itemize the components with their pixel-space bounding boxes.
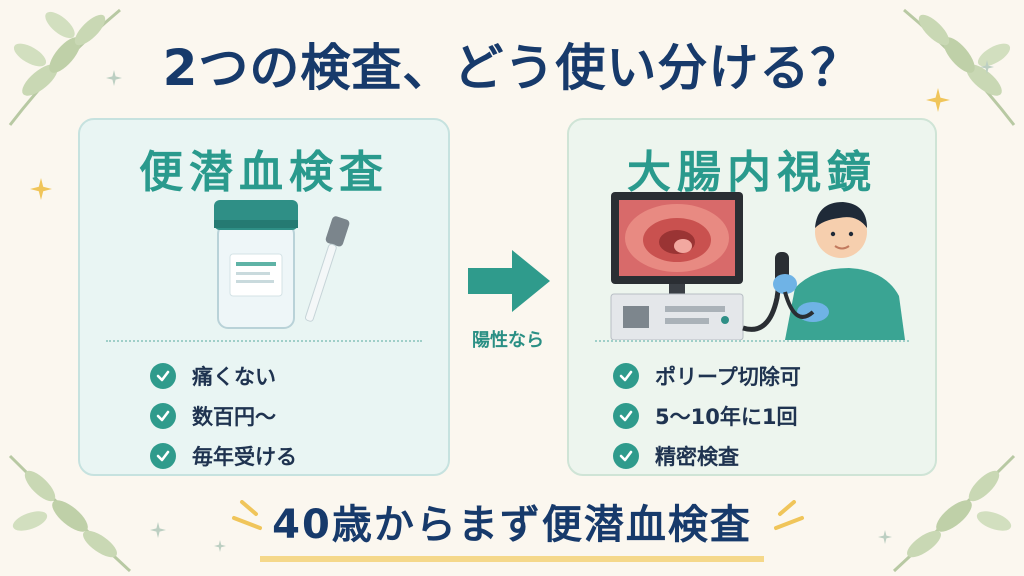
divider [106,340,422,342]
list-item-label: 5〜10年に1回 [655,405,798,429]
sparkle-icon [30,178,52,200]
list-item-label: 数百円〜 [192,405,276,429]
list-item: 精密検査 [613,436,801,476]
page-title: 2つの検査、どう使い分ける？ [162,39,862,97]
sparkle-icon [106,70,122,86]
check-icon [150,443,176,469]
specimen-container-illustration [214,200,350,329]
sparkle-icon [980,60,994,74]
sparkle-icon [878,530,892,544]
endoscopy-doctor-illustration [610,192,905,340]
list-item-label: 精密検査 [655,445,739,469]
bottom-message: 40歳からまず便潜血検査 [0,492,1024,562]
sparkle-icon [214,540,226,552]
leaf-decoration-top-right [903,8,1016,126]
list-item: 数百円〜 [150,396,297,436]
leaf-decoration-bottom-left [8,454,132,573]
list-item-label: 痛くない [192,365,276,389]
sparkle-icon [150,522,166,538]
list-item: ポリープ切除可 [613,356,801,396]
panel-title-right: 大腸内視鏡 [627,147,877,198]
panel-fecal-occult-blood-test: 便潜血検査 痛くない 数百円〜 毎年受ける [78,118,450,476]
list-item-label: ポリープ切除可 [655,365,801,389]
feature-list-left: 痛くない 数百円〜 毎年受ける [150,356,297,476]
arrow-right-icon [468,250,550,312]
leaf-decoration-top-left [8,8,121,126]
list-item-label: 毎年受ける [192,445,297,469]
highlight-rays-left [232,500,262,530]
check-icon [613,363,639,389]
check-icon [150,363,176,389]
check-icon [150,403,176,429]
list-item: 痛くない [150,356,297,396]
sparkle-icon [926,88,950,112]
check-icon [613,443,639,469]
arrow-label: 陽性なら [472,330,544,351]
bottom-message-text: 40歳からまず便潜血検査 [260,492,764,562]
panel-title-left: 便潜血検査 [139,147,389,198]
check-icon [613,403,639,429]
feature-list-right: ポリープ切除可 5〜10年に1回 精密検査 [613,356,801,476]
panel-colonoscopy: 大腸内視鏡 ポリープ切除可 [567,118,937,476]
highlight-rays-right [774,500,804,530]
divider [595,340,909,342]
leaf-decoration-bottom-right [892,454,1016,573]
list-item: 5〜10年に1回 [613,396,801,436]
list-item: 毎年受ける [150,436,297,476]
